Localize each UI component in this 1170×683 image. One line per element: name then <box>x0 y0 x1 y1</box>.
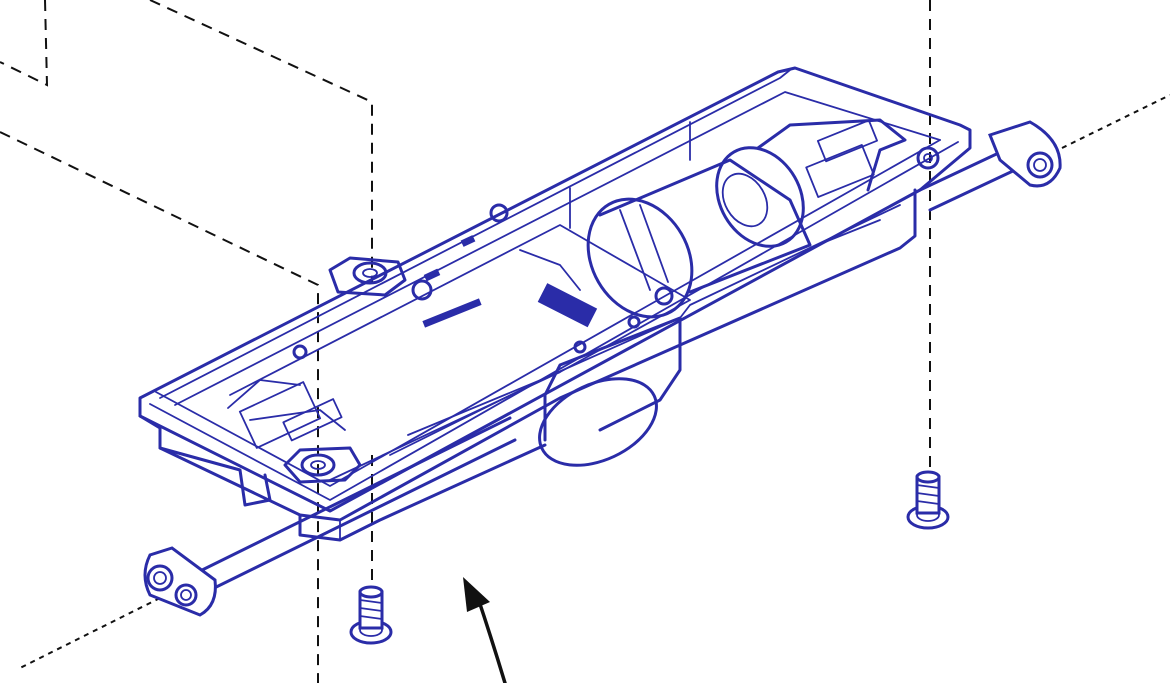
curved-arrow-icon <box>463 577 507 683</box>
motor-icon <box>519 146 812 467</box>
gearbox-icon <box>756 118 940 198</box>
screw-icon <box>349 585 393 645</box>
mounting-boss-front <box>283 256 407 484</box>
drive-arm-icon <box>143 120 1062 617</box>
screw-icon <box>906 470 950 530</box>
housing-icon <box>138 66 972 542</box>
